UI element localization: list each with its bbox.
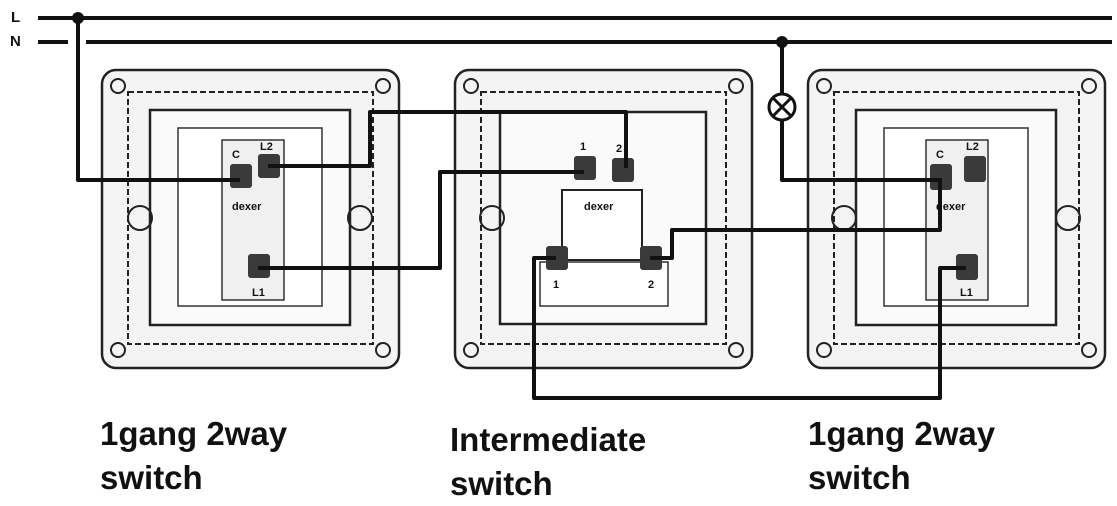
switch3-brand-label: dexer [936, 201, 966, 213]
switch-plate-2 [453, 68, 754, 370]
switch3-caption-line2: switch [808, 459, 911, 496]
switch3-terminal-l1-label: L1 [960, 287, 973, 299]
switch1-caption-line1: 1gang 2way [100, 415, 288, 452]
switch2-terminal-2-bottom-label: 2 [648, 279, 654, 291]
switch2-terminal-2-top-label: 2 [616, 143, 622, 155]
switch1-terminal-l2-label: L2 [260, 141, 273, 153]
switch2-terminal-1-bottom-label: 1 [553, 279, 559, 291]
live-junction-dot [72, 12, 84, 24]
switched-lamp-wire [780, 120, 938, 182]
switch2-caption: Intermediate switch [450, 418, 770, 506]
switch1-brand-label: dexer [232, 201, 262, 213]
switch3-caption-line1: 1gang 2way [808, 415, 996, 452]
switch-plate-1 [100, 68, 401, 370]
traveller-wire-upper [268, 110, 628, 168]
neutral-bus-label: N [10, 33, 21, 50]
switch-plate-3 [806, 68, 1107, 370]
switch2-brand-label: dexer [584, 201, 614, 213]
switch1-terminal-l1-label: L1 [252, 287, 265, 299]
traveller-wire-return-loop [532, 256, 966, 400]
traveller-wire-lower [258, 170, 584, 270]
lamp-icon [767, 92, 797, 122]
live-bus-label: L [11, 9, 21, 26]
switch2-caption-line1: Intermediate [450, 421, 647, 458]
switch2-terminal-1-top-label: 1 [580, 141, 586, 153]
switch3-terminal-common-label: C [936, 149, 944, 161]
neutral-junction-dot [776, 36, 788, 48]
switch1-terminal-common-label: C [232, 149, 240, 161]
switch1-caption-line2: switch [100, 459, 203, 496]
switch2-caption-line2: switch [450, 465, 553, 502]
live-feed-wire [76, 18, 240, 182]
switch1-caption: 1gang 2way switch [100, 412, 420, 500]
switch3-terminal-l2-label: L2 [966, 141, 979, 153]
switch3-caption: 1gang 2way switch [808, 412, 1117, 500]
traveller-wire-right-upper [650, 178, 942, 260]
